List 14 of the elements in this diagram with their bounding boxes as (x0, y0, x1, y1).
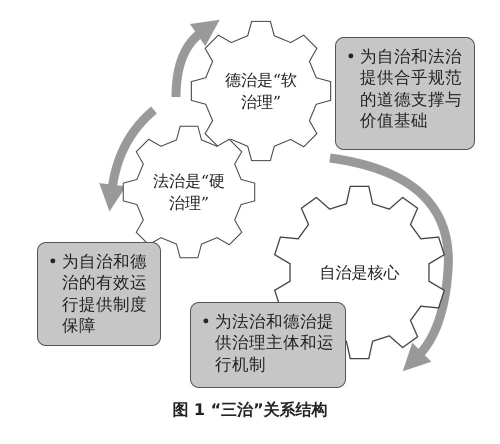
callout-box (335, 37, 475, 150)
gear-label: 法治是“硬治理” (152, 170, 226, 214)
callout-box (190, 302, 346, 388)
bullet: • (48, 251, 59, 272)
bullet: • (201, 311, 212, 332)
gear (190, 20, 332, 162)
callout-text: 为自治和德治的有效运行提供制度保障 (62, 251, 148, 337)
figure-caption: 图 1 “三治”关系结构 (171, 400, 329, 421)
bullet: • (346, 46, 357, 68)
callout-box (37, 242, 161, 346)
gear-label: 德治是“软治理” (224, 69, 298, 113)
callout-text: 为自治和法治提供合乎规范的道德支撑与价值基础 (360, 46, 463, 132)
callout-text: 为法治和德治提供治理主体和运行机制 (215, 311, 335, 376)
gear-label: 自治是核心 (318, 262, 400, 284)
